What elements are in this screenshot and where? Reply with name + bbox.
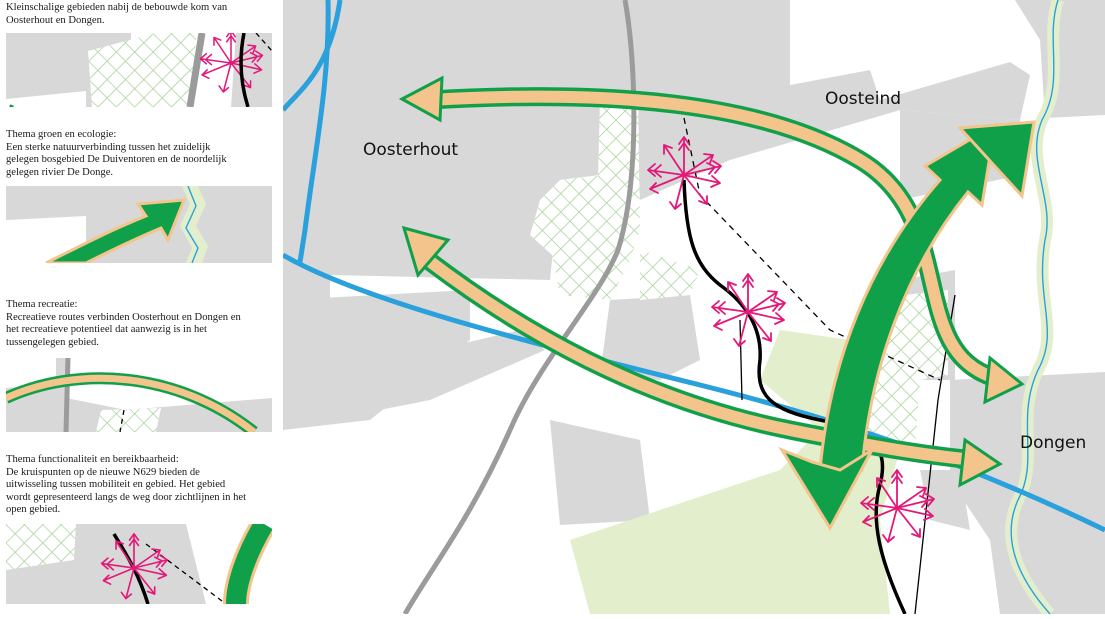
legend-thumb-green-ecology	[6, 186, 272, 263]
recreation-arrow-icon	[398, 75, 1025, 488]
legend-line: tussengelegen gebied.	[6, 336, 99, 348]
legend-line: gelegen rivier De Donge.	[6, 166, 114, 178]
legend-line: Recreatieve routes verbinden Oosterhout …	[6, 311, 241, 323]
ecology-arrow-icon	[45, 198, 187, 263]
legend-line: wordt gepresenteerd langs de weg door zi…	[6, 491, 247, 503]
place-label-dongen: Dongen	[1020, 433, 1086, 453]
place-label-oosterhout: Oosterhout	[363, 140, 458, 160]
legend-line: het recreatieve potentieel dat aanwezig …	[6, 324, 207, 336]
legend-line: Een sterke natuurverbinding tussen het z…	[6, 141, 211, 153]
legend-line: Thema recreatie:	[6, 299, 78, 310]
river-donge	[1010, 0, 1059, 615]
map-area: Oosterhout Oosteind Dongen	[281, 0, 1105, 618]
hatch-area-icon	[88, 33, 196, 107]
legend-thumb-functionality	[6, 524, 272, 604]
crossing-star-icon	[711, 273, 786, 347]
legend-line: Kleinschalige gebieden nabij de bebouwde…	[6, 2, 228, 13]
legend-thumb-recreation	[6, 358, 272, 432]
recreation-arrow-icon	[6, 374, 257, 432]
railway-line	[402, 0, 637, 616]
ecology-arrow-icon	[778, 120, 1036, 532]
legend-text-small-scale-areas: Kleinschalige gebieden nabij de bebouwde…	[6, 2, 278, 27]
legend-line: Thema functionaliteit en bereikbaarheid:	[6, 454, 179, 465]
legend-line: gelegen bosgebied De Duiventoren en de n…	[6, 154, 227, 166]
meadow-area	[570, 330, 900, 614]
legend-text-green-ecology: Thema groen en ecologie: Een sterke natu…	[6, 129, 278, 179]
legend-line: open gebied.	[6, 504, 61, 516]
legend-line: Oosterhout en Dongen.	[6, 14, 105, 26]
legend-thumb-small-scale-areas	[6, 33, 272, 107]
legend-line: De kruispunten op de nieuwe N629 bieden …	[6, 466, 200, 478]
place-label-oosteind: Oosteind	[825, 89, 901, 109]
legend-panel: Kleinschalige gebieden nabij de bebouwde…	[0, 0, 283, 614]
legend-line: Thema groen en ecologie:	[6, 129, 117, 140]
legend-text-functionality: Thema functionaliteit en bereikbaarheid:…	[6, 454, 278, 517]
legend-text-recreation: Thema recreatie: Recreatieve routes verb…	[6, 299, 278, 349]
legend-line: uitwisseling tussen mobiliteit en gebied…	[6, 479, 226, 491]
